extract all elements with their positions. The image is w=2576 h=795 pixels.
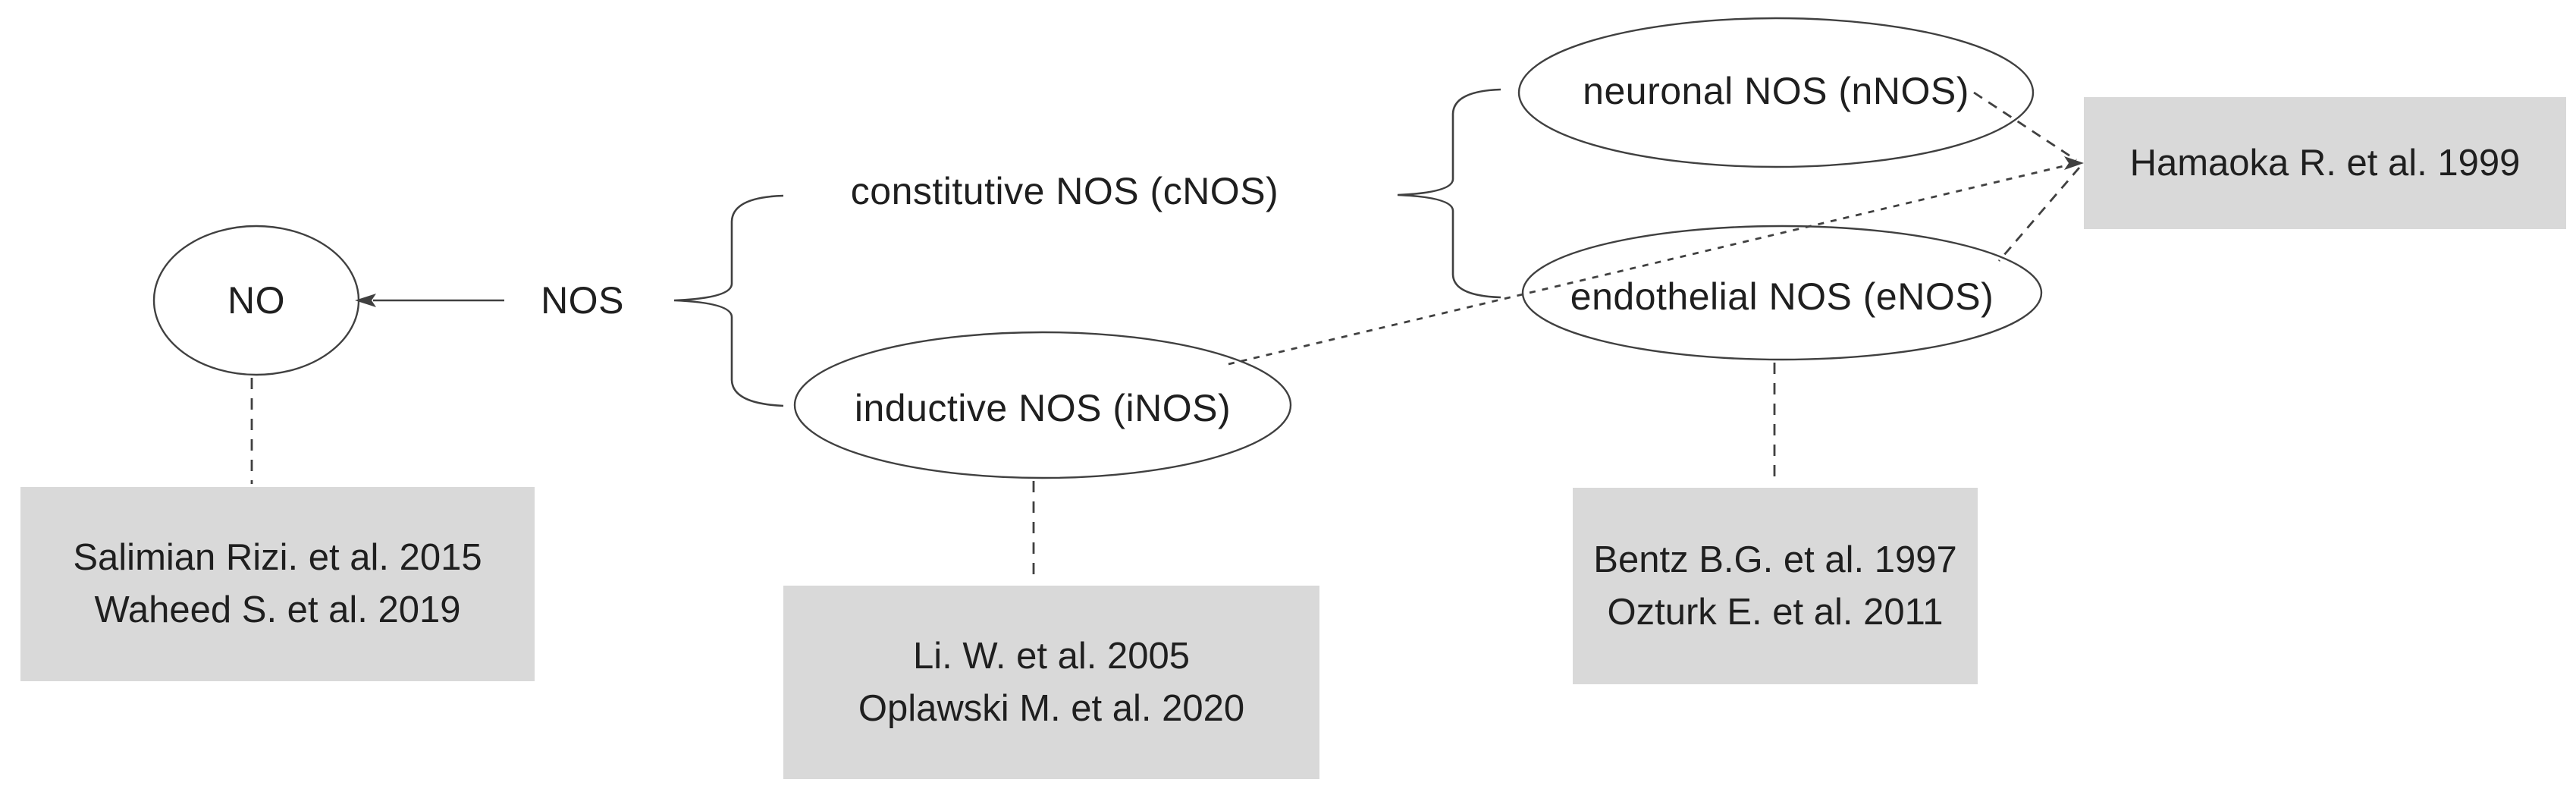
nos-to-no-arrowhead-icon (355, 294, 376, 307)
reference-text: Hamaoka R. et al. 1999 (2129, 142, 2521, 184)
nnos-to-hamaoka-dashed-line (1973, 91, 2077, 162)
inos-to-hamaoka-dotted-line (1228, 162, 2077, 366)
reference-text: Waheed S. et al. 2019 (94, 589, 461, 630)
hamaoka-arrowhead-icon (2064, 156, 2084, 170)
inos-node-label: inductive NOS (iNOS) (854, 387, 1232, 429)
nnos-ellipse (1517, 17, 2035, 168)
reference-text: Ozturk E. et al. 2011 (1607, 591, 1944, 633)
no-node-label: NO (227, 279, 285, 322)
reference-text: Bentz B.G. et al. 1997 (1593, 539, 1957, 580)
nos-node-label: NOS (541, 279, 624, 322)
enos-ellipse (1521, 225, 2043, 361)
nnos-node-label: neuronal NOS (nNOS) (1583, 70, 1969, 112)
inos-ellipse (793, 331, 1292, 479)
cnos-references-box: Hamaoka R. et al. 1999 (2084, 97, 2566, 229)
nos-split-brace (673, 194, 784, 407)
enos-node-label: endothelial NOS (eNOS) (1570, 275, 1994, 318)
no-references-box: Salimian Rizi. et al. 2015 Waheed S. et … (20, 487, 535, 681)
reference-text: Li. W. et al. 2005 (913, 635, 1190, 677)
cnos-node-label: constitutive NOS (cNOS) (850, 170, 1279, 212)
inos-references-box: Li. W. et al. 2005 Oplawski M. et al. 20… (783, 586, 1319, 779)
enos-to-hamaoka-dashed-line (1997, 167, 2081, 262)
reference-text: Oplawski M. et al. 2020 (858, 687, 1245, 729)
reference-text: Salimian Rizi. et al. 2015 (73, 537, 482, 578)
cnos-split-brace (1397, 88, 1501, 299)
enos-references-box: Bentz B.G. et al. 1997 Ozturk E. et al. … (1573, 488, 1978, 684)
